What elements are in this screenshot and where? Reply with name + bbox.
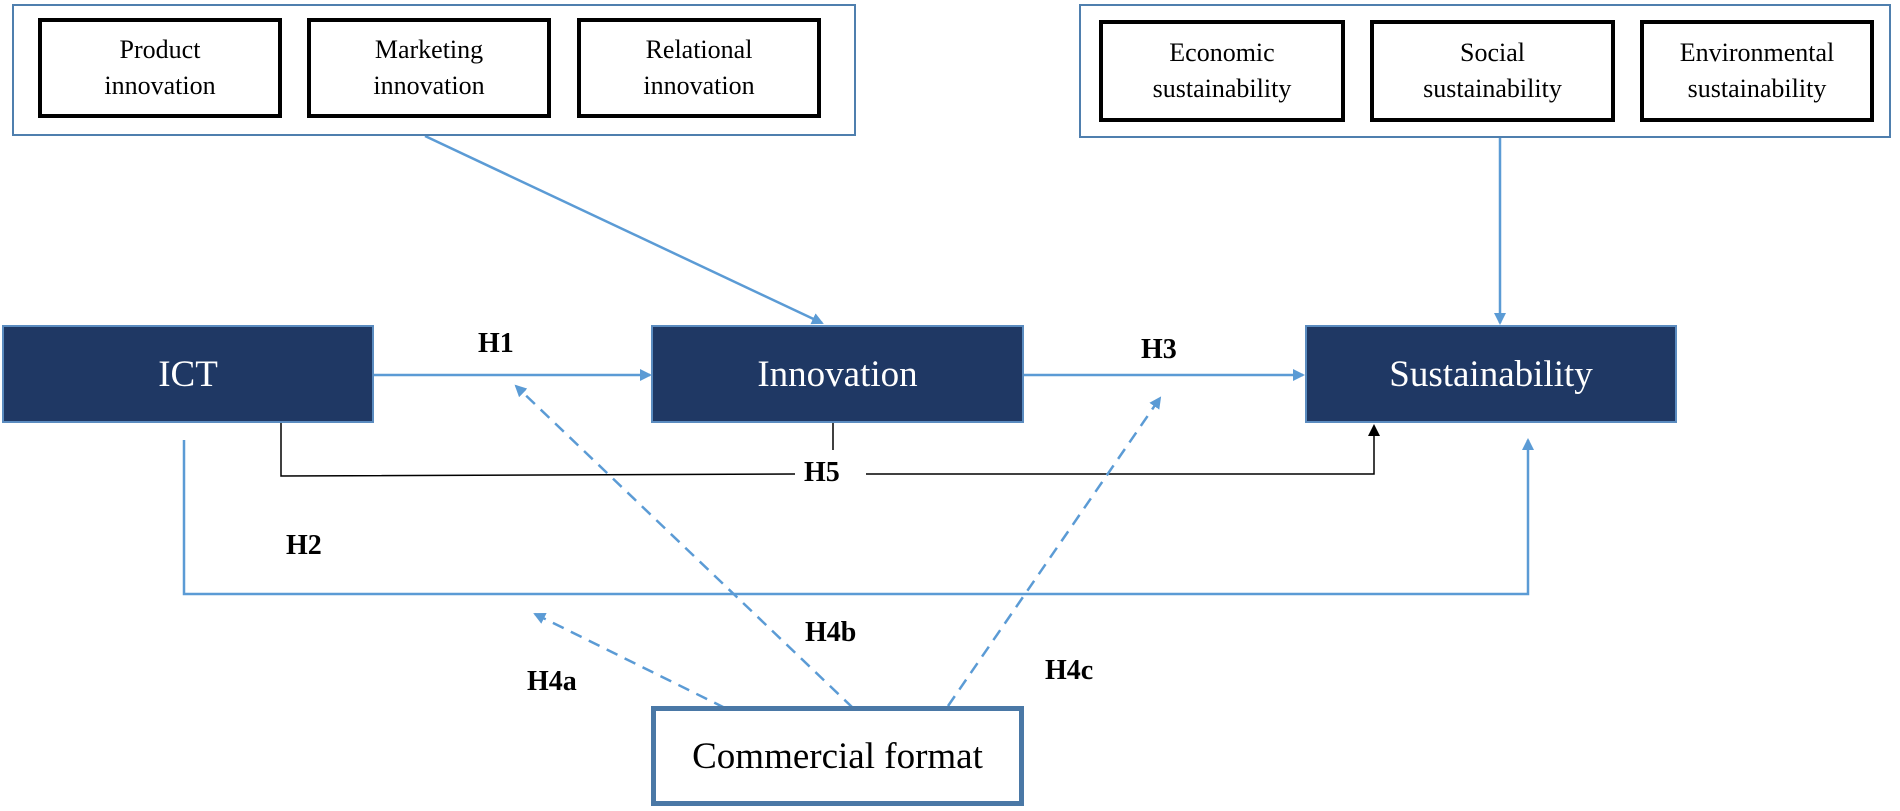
arrow-h2-ict-to-sustainability (182, 438, 1534, 596)
line-h5-mediation (280, 423, 796, 477)
arrow-h4b-moderation (514, 384, 854, 709)
hypothesis-label-h2: H2 (286, 530, 322, 561)
sustainability-box: Sustainability (1305, 325, 1677, 423)
commercial-format-box: Commercial format (651, 706, 1024, 806)
arrow-h4c-moderation (946, 396, 1162, 707)
ict-box: ICT (2, 325, 374, 423)
arrow-innovation-dimensions-to-innovation (424, 134, 824, 325)
hypothesis-label-h3: H3 (1141, 334, 1177, 365)
environmental-sustainability-box: Environmental sustainability (1640, 20, 1874, 122)
marketing-innovation-box: Marketing innovation (307, 18, 551, 118)
hypothesis-label-h1: H1 (478, 328, 514, 359)
hypothesis-label-h4b: H4b (805, 617, 857, 648)
relational-innovation-box: Relational innovation (577, 18, 821, 118)
hypothesis-label-h5: H5 (804, 457, 840, 488)
hypothesis-label-h4a: H4a (527, 666, 577, 697)
arrow-h5-to-sustainability (866, 424, 1380, 475)
arrow-h4a-moderation (533, 612, 726, 710)
hypothesis-label-h4c: H4c (1045, 655, 1094, 686)
innovation-box: Innovation (651, 325, 1024, 423)
economic-sustainability-box: Economic sustainability (1099, 20, 1345, 122)
product-innovation-box: Product innovation (38, 18, 282, 118)
social-sustainability-box: Social sustainability (1370, 20, 1615, 122)
